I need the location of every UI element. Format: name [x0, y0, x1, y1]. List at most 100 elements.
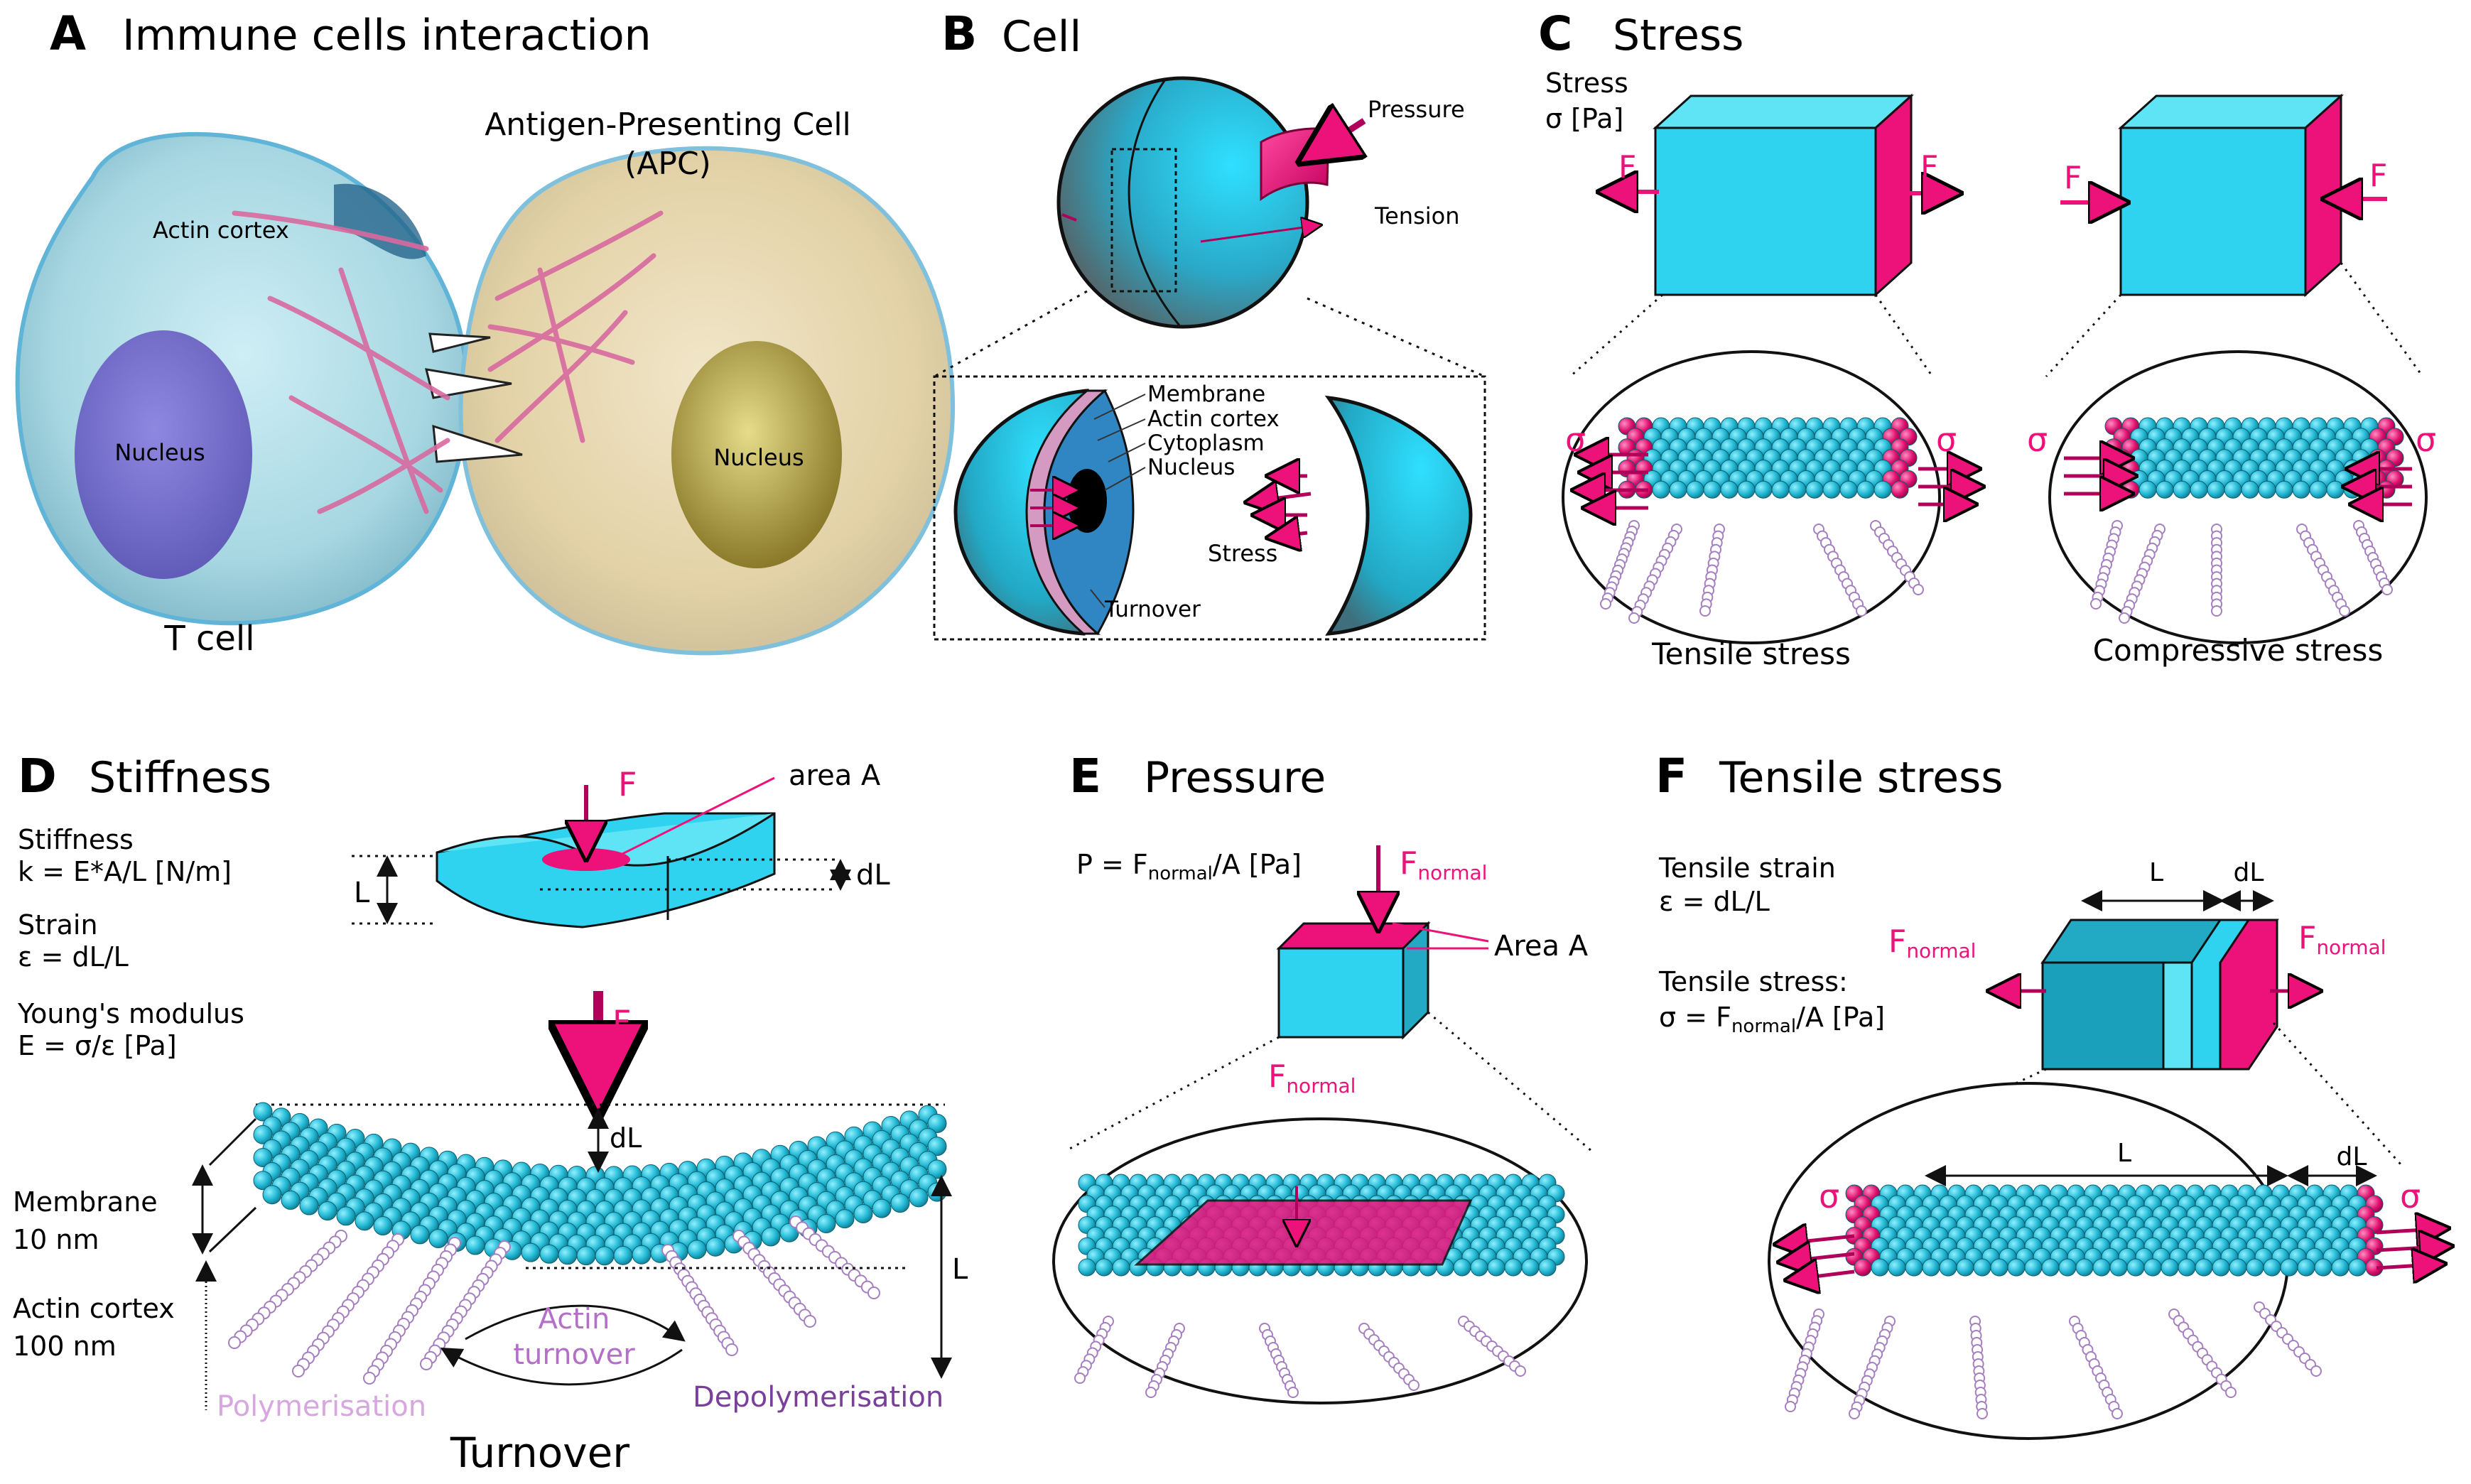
panel-f: F Tensile stress Tensile strain ε = dL/L…: [1655, 749, 2440, 1440]
lipid-bead: [1470, 1258, 1488, 1277]
actin-monomer: [1145, 1387, 1157, 1398]
lipid-bead: [2343, 480, 2362, 499]
lipid-bead: [1487, 1258, 1505, 1277]
cell-sphere: [1056, 76, 1309, 329]
lipid-bead: [2275, 480, 2293, 499]
tensile-strain-2: ε = dL/L: [1659, 886, 1770, 917]
sigma-c3: σ: [2027, 421, 2048, 459]
area-a-label: area A: [789, 759, 881, 792]
membrane-beads-tensile: [1600, 417, 1924, 624]
turnover-title: Turnover: [450, 1429, 629, 1477]
lipid-bead: [687, 1240, 707, 1260]
lipid-bead: [1871, 1258, 1889, 1277]
dl-label-f: dL: [2234, 858, 2264, 887]
lipid-bead: [2058, 1258, 2077, 1277]
force-label-c3: F: [2064, 160, 2082, 196]
lipid-bead: [909, 1188, 929, 1208]
turnover-arc-top: [465, 1304, 686, 1342]
stress-label-b: Stress: [1208, 540, 1277, 567]
force-label-c1: F: [1618, 149, 1636, 185]
actin-monomer: [1628, 612, 1640, 624]
lipid-bead: [1112, 1258, 1130, 1277]
lipid-bead: [1771, 480, 1790, 499]
lipid-bead: [613, 1245, 633, 1265]
panel-e: E Pressure P = Fnormal/A [Pa] Fnormal Ar…: [1052, 749, 1592, 1404]
lipid-bead: [2190, 480, 2208, 499]
lipid-bead: [927, 1182, 947, 1202]
force-label-c4: F: [2369, 158, 2387, 194]
lipid-bead: [1754, 480, 1773, 499]
lipid-bead: [1873, 480, 1892, 499]
panel-c-title: Stress: [1613, 11, 1743, 60]
lipid-bead: [2092, 1258, 2111, 1277]
panel-a: A Immune cells interaction Nucleus Actin…: [15, 6, 955, 659]
tensile-stress-def-1: Tensile stress:: [1658, 966, 1848, 997]
lipid-bead: [2292, 480, 2310, 499]
membrane-thickness-1: Membrane: [13, 1186, 158, 1218]
lipid-bead: [1538, 1258, 1557, 1277]
lipid-bead: [2075, 1258, 2094, 1277]
actin-cortex-label-b: Actin cortex: [1147, 406, 1280, 432]
tensile-stress-label: Tensile stress: [1651, 637, 1851, 671]
area-a-patch: [542, 848, 630, 871]
stress-arrows-left: [1030, 490, 1069, 526]
lipid-bead: [2314, 1258, 2332, 1277]
lipid-bead: [465, 1235, 485, 1255]
panel-d-title: Stiffness: [89, 753, 271, 803]
compressive-stress-label: Compressive stress: [2093, 633, 2384, 668]
panel-d-letter: D: [18, 749, 57, 803]
lipid-bead: [2173, 480, 2191, 499]
lipid-bead: [1504, 1258, 1523, 1277]
area-label-e: Area A: [1494, 930, 1589, 963]
lipid-bead: [2280, 1258, 2298, 1277]
lipid-bead: [1788, 480, 1807, 499]
zoom-box-small: [1110, 148, 1177, 293]
lipid-bead: [253, 1102, 273, 1122]
apc-nucleus: [671, 341, 842, 568]
lipid-bead: [2207, 480, 2225, 499]
lipid-bead: [1856, 480, 1875, 499]
stress-def-line1: Stress: [1545, 67, 1628, 99]
sigma-c1: σ: [1565, 421, 1586, 459]
lipid-bead: [2263, 1258, 2281, 1277]
polymerisation-label: Polymerisation: [217, 1390, 426, 1423]
tension-arrow-right: [1200, 226, 1314, 243]
lipid-bead: [1922, 1258, 1940, 1277]
lipid-bead: [1891, 480, 1909, 499]
panel-c: C Stress Stress σ [Pa] F F F F: [1538, 6, 2436, 671]
lipid-bead: [262, 1185, 282, 1205]
synapse-spikes: [424, 332, 523, 463]
area-callout-e1: [1392, 922, 1489, 943]
lipid-bead: [1839, 480, 1858, 499]
lipid-bead: [1939, 1258, 1957, 1277]
projection-lines-c: [1569, 262, 2424, 378]
lipid-bead: [1822, 480, 1841, 499]
cortex-thickness-2: 100 nm: [13, 1331, 117, 1362]
force-label-d2: F: [612, 1003, 631, 1041]
actin-monomer: [1849, 1408, 1860, 1419]
panel-b-letter: B: [941, 6, 977, 61]
membrane-beads-f: [1785, 1184, 2384, 1419]
lipid-bead: [853, 1203, 873, 1223]
lipid-bead: [2121, 480, 2140, 499]
actin-monomer: [228, 1336, 241, 1349]
projection-lines-e: [1065, 1011, 1592, 1152]
lipid-bead: [2041, 1258, 2060, 1277]
lipid-bead: [539, 1244, 559, 1264]
membrane-thickness-2: 10 nm: [13, 1224, 99, 1255]
f-normal-e1: Fnormal: [1400, 845, 1487, 884]
actin-monomer: [725, 1343, 738, 1356]
lipid-bead: [1720, 480, 1739, 499]
young-def-2: E = σ/ε [Pa]: [18, 1030, 177, 1061]
apc-nucleus-label: Nucleus: [713, 444, 804, 471]
area-a-callout: [617, 776, 775, 857]
lipid-bead: [2104, 480, 2123, 499]
depolymerisation-label: Depolymerisation: [693, 1381, 943, 1414]
stiffness-def-2: k = E*A/L [N/m]: [18, 856, 232, 887]
lipid-bead: [2309, 480, 2327, 499]
lipid-bead: [428, 1228, 448, 1248]
length-label-d: L: [354, 877, 370, 909]
stiffness-block: [436, 812, 776, 928]
actin-monomer: [2310, 1365, 2322, 1377]
